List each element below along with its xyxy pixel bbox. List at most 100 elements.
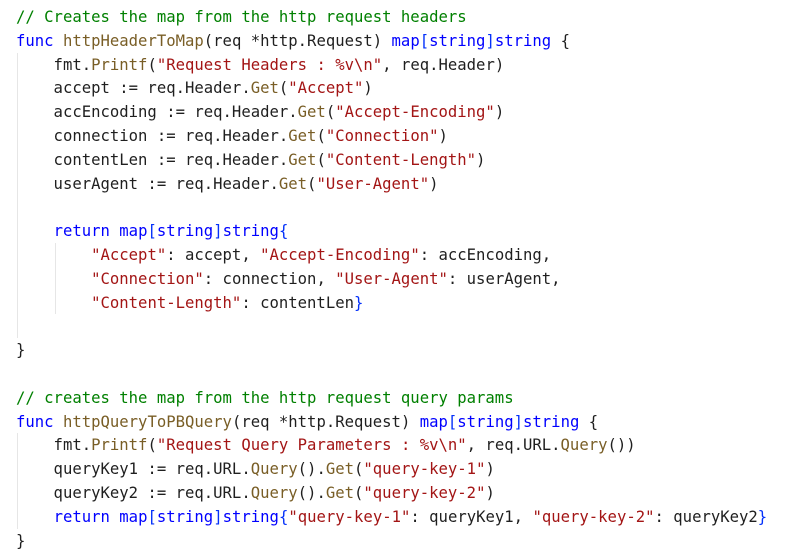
code-line: } [16, 529, 25, 553]
code-token: ) [438, 127, 448, 145]
code-token: queryKey2 := req.URL. [16, 484, 251, 502]
code-token: "User-Agent" [335, 269, 448, 288]
code-token: : contentLen [241, 293, 354, 312]
code-token: } [16, 531, 26, 550]
code-line: // Creates the map from the http request… [16, 5, 467, 29]
code-token [16, 246, 91, 264]
code-token [110, 222, 119, 240]
code-token: map [119, 222, 148, 241]
code-token: Get [325, 484, 355, 502]
code-token: ] [513, 412, 524, 431]
code-token: return [53, 507, 110, 526]
code-token [16, 508, 54, 526]
code-token: // creates the map from the http request… [16, 388, 514, 407]
code-token: } [16, 341, 26, 360]
code-token: , req.Header) [382, 55, 505, 74]
code-token: "Content-Length" [91, 293, 242, 312]
code-token: : accept, [166, 246, 261, 264]
code-token: [ [147, 222, 157, 241]
code-token [54, 32, 63, 50]
code-token: ( [307, 174, 317, 193]
code-token: ()) [607, 436, 636, 455]
code-token: ( [354, 460, 364, 479]
code-token: "Request Query Parameters : %v\n" [156, 436, 467, 455]
code-line: func httpHeaderToMap(req *http.Request) … [16, 29, 570, 53]
code-token: string [222, 507, 279, 526]
code-token: { [579, 412, 599, 431]
code-line: return map[string]string{ [16, 219, 289, 243]
code-token: ) [485, 460, 495, 479]
code-token: fmt. [16, 436, 92, 455]
code-token: : queryKey2 [654, 507, 758, 526]
code-token: "Connection" [91, 269, 204, 288]
code-token: map [391, 31, 420, 50]
code-token: "User-Agent" [316, 174, 430, 193]
code-token: userAgent := req.Header. [16, 174, 279, 193]
code-token: "Request Headers : %v\n" [156, 55, 383, 74]
code-token: "Accept" [91, 246, 167, 264]
code-token: "Connection" [325, 127, 439, 145]
code-line: fmt.Printf("Request Headers : %v\n", req… [16, 53, 505, 77]
code-token: string [156, 222, 214, 241]
code-line: queryKey2 := req.URL.Query().Get("query-… [16, 481, 495, 505]
code-token: "Accept-Encoding" [335, 103, 495, 122]
code-token: map [119, 507, 148, 526]
code-token: "Content-Length" [325, 150, 477, 169]
code-token: Get [278, 174, 308, 193]
indent-guide [17, 52, 18, 339]
code-token: ( [147, 436, 157, 455]
code-token: accEncoding := req.Header. [16, 103, 298, 122]
code-token: ] [213, 222, 223, 241]
code-token: : accEncoding, [419, 246, 552, 264]
indent-guide [55, 243, 56, 315]
code-token: } [757, 507, 768, 526]
code-token: : userAgent, [447, 269, 561, 288]
code-token: Get [288, 127, 317, 145]
code-token: string [429, 31, 486, 50]
code-line: queryKey1 := req.URL.Query().Get("query-… [16, 457, 495, 481]
code-token: Get [297, 103, 326, 122]
code-token: (). [297, 460, 326, 479]
code-token: ] [213, 507, 223, 526]
code-line: "Connection": connection, "User-Agent": … [16, 267, 561, 291]
code-token: string [523, 412, 580, 431]
code-token: (). [297, 484, 326, 502]
code-token: { [551, 31, 570, 50]
code-token: func [16, 412, 54, 431]
code-token: "query-key-2" [532, 507, 655, 526]
code-token: [ [447, 412, 458, 431]
code-token [110, 508, 119, 526]
code-token: "Accept-Encoding" [260, 246, 420, 264]
code-token: // Creates the map from the http request… [16, 8, 467, 26]
code-line: fmt.Printf("Request Query Parameters : %… [16, 433, 636, 457]
code-line: "Content-Length": contentLen} [16, 291, 363, 315]
code-line: func httpQueryToPBQuery(req *http.Reques… [16, 410, 598, 434]
code-token: Get [288, 150, 317, 169]
code-token: ( [316, 150, 326, 169]
code-token: } [354, 293, 364, 312]
code-token: (req *http.Request) [203, 31, 392, 50]
code-line: accEncoding := req.Header.Get("Accept-En… [16, 100, 505, 124]
code-token: [ [147, 507, 157, 526]
code-token: : connection, [203, 269, 336, 288]
code-token: ) [363, 79, 373, 98]
code-token: , req.URL. [466, 436, 561, 455]
code-token: ( [278, 79, 289, 98]
code-token: "Accept" [288, 79, 364, 98]
code-line: contentLen := req.Header.Get("Content-Le… [16, 148, 486, 172]
code-token: Printf [91, 55, 148, 74]
code-token: ) [494, 103, 505, 122]
code-token: Printf [91, 436, 148, 455]
code-line: "Accept": accept, "Accept-Encoding": acc… [16, 243, 551, 267]
code-line: // creates the map from the http request… [16, 386, 514, 410]
code-token: "query-key-2" [363, 484, 486, 502]
code-line: return map[string]string{"query-key-1": … [16, 505, 768, 529]
code-token: return [53, 222, 110, 241]
code-token: ) [429, 174, 439, 193]
code-token: Query [560, 436, 608, 455]
code-token [16, 270, 91, 288]
code-token: Get [250, 79, 279, 98]
code-token: string [494, 31, 552, 50]
code-token: : queryKey1, [410, 507, 533, 526]
